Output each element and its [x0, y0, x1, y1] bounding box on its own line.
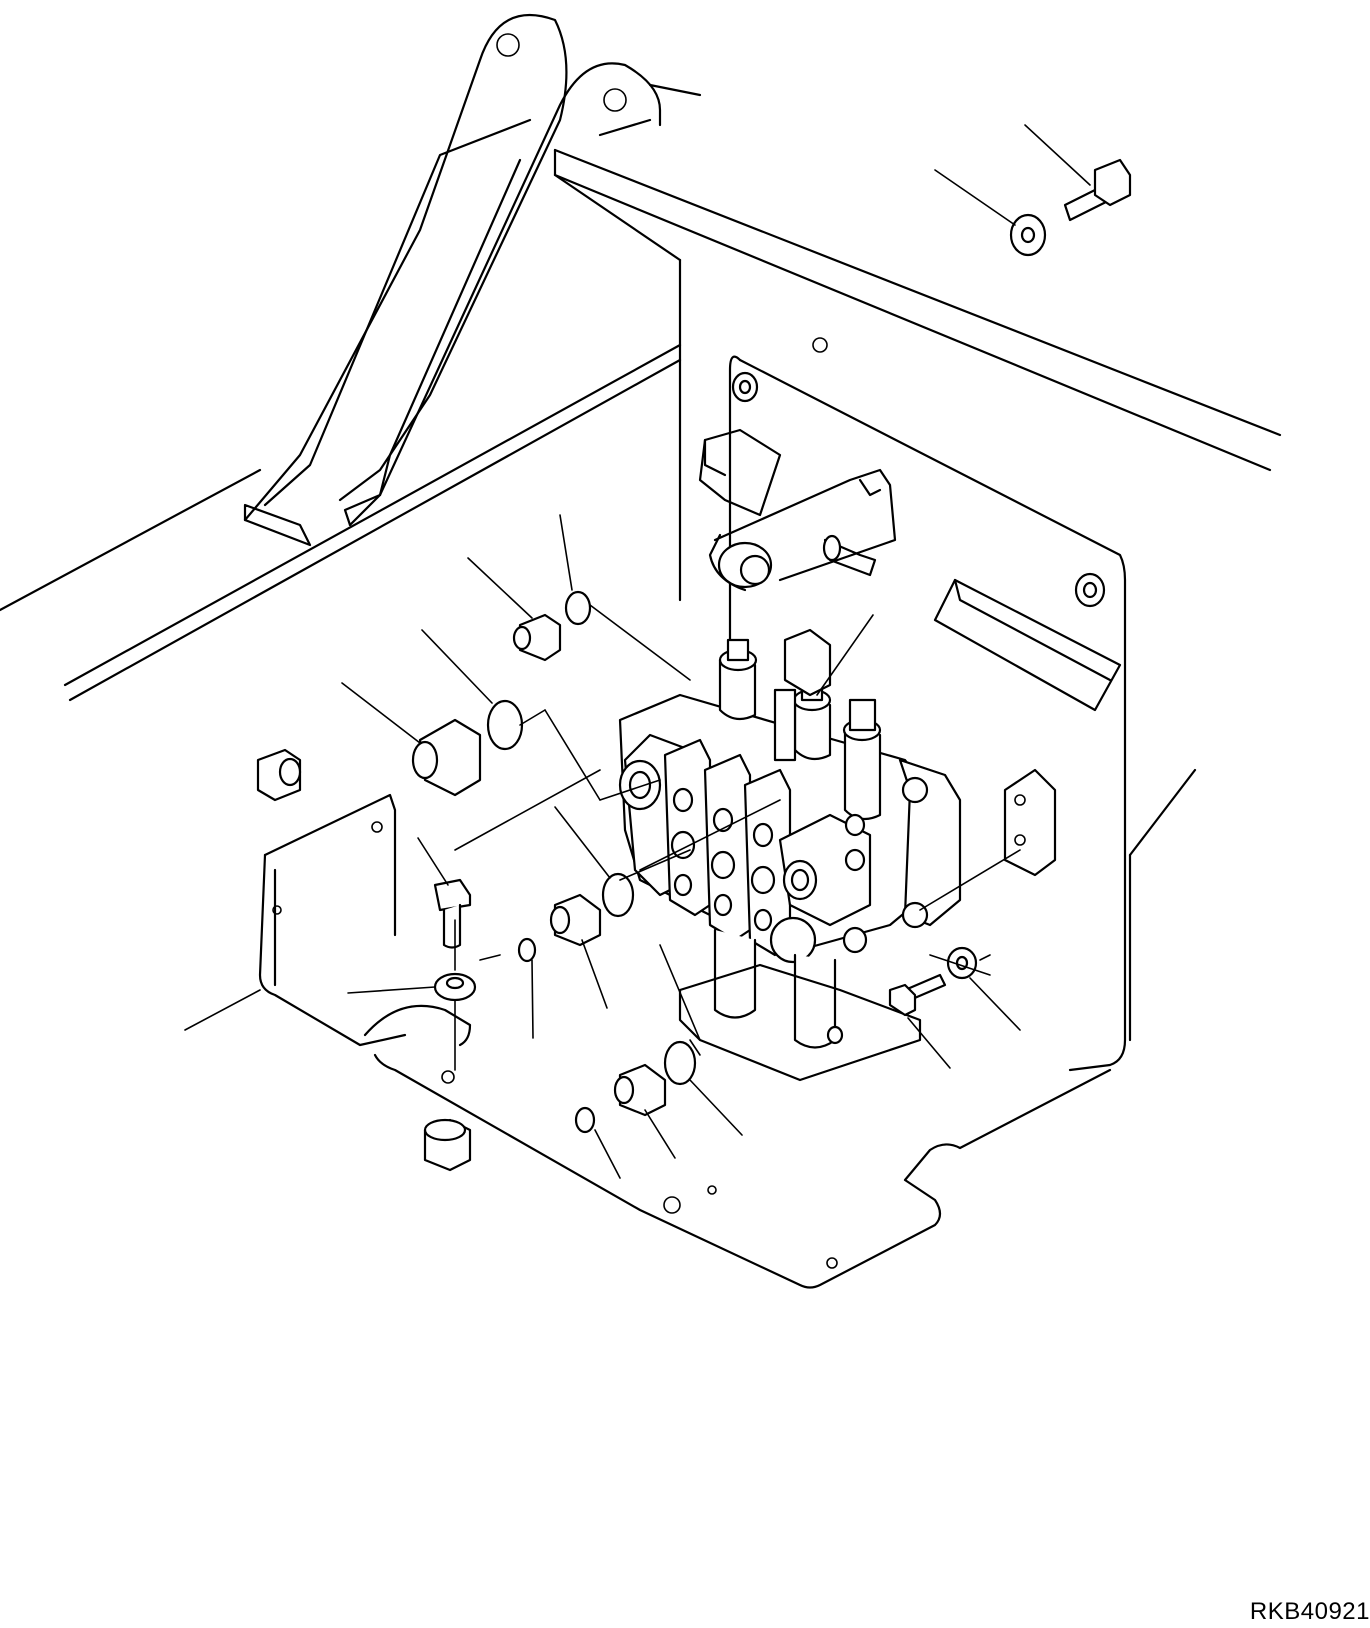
- washer-bottom-left: [433, 972, 477, 1002]
- washer-top: [1009, 213, 1047, 257]
- bolt-top: [1063, 158, 1132, 222]
- control-linkage: [698, 428, 897, 592]
- fitting-large: [411, 699, 524, 797]
- arm-bracket-rear: [243, 13, 568, 547]
- fitting-lower: [574, 1040, 697, 1134]
- bolt-vertical: [433, 878, 472, 949]
- mounting-plate: [728, 337, 1127, 1072]
- control-valve: [618, 628, 962, 1082]
- bolt-right: [888, 946, 978, 1017]
- assembly-lines: [454, 604, 1021, 1071]
- spacer-left: [256, 748, 302, 802]
- chassis-frame: [0, 148, 1282, 1042]
- callout-leaders: [184, 124, 1091, 1179]
- arm-bracket-front: [343, 62, 702, 527]
- fitting-middle: [517, 872, 635, 963]
- hardware-parts: [256, 158, 1132, 1172]
- bottom-bracket: [258, 793, 1112, 1289]
- spacer-bottom: [423, 1118, 472, 1172]
- fitting-upper: [512, 590, 592, 662]
- figure-code: RKB40921: [1249, 1598, 1370, 1625]
